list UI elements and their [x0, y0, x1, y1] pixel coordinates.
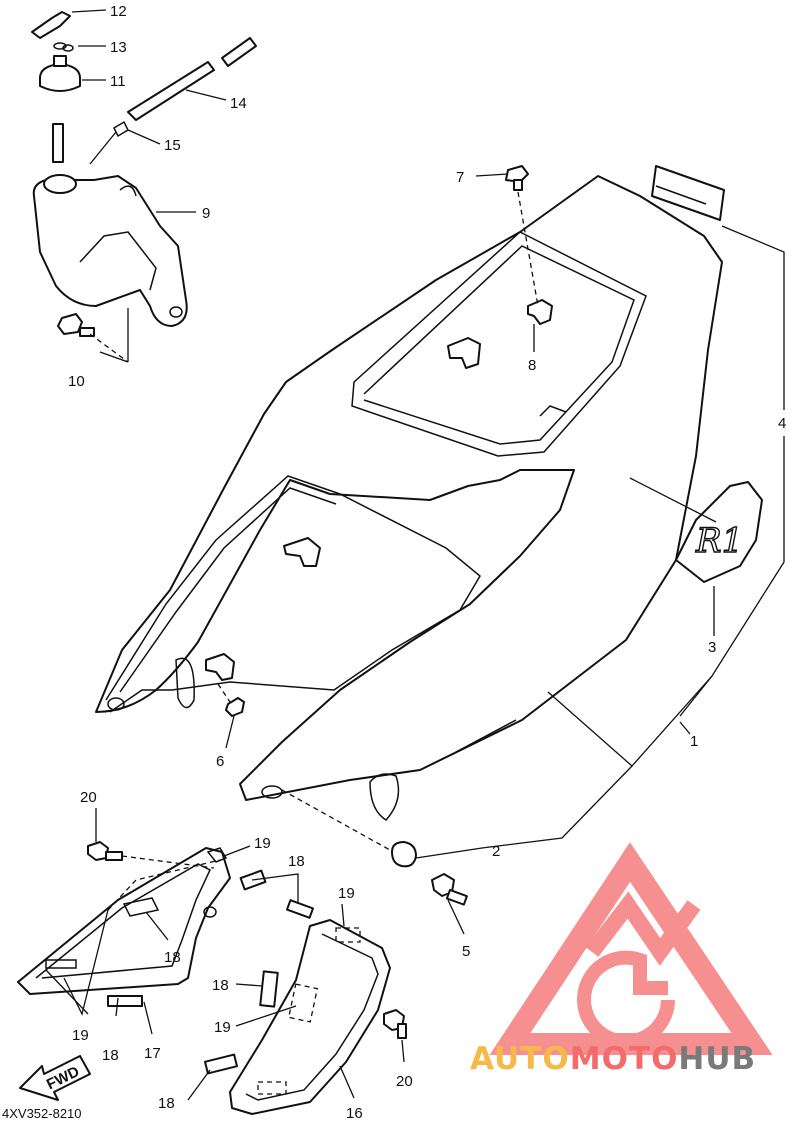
callout-6: 6	[216, 753, 224, 770]
watermark-logo	[489, 842, 773, 1055]
callout-2: 2	[492, 843, 500, 860]
watermark-hub: HUB	[678, 1041, 756, 1077]
hose-14	[127, 61, 215, 121]
logo-m-icon	[585, 891, 701, 966]
callout-7: 7	[456, 169, 464, 186]
callout-16: 16	[346, 1105, 363, 1122]
clip-13	[53, 42, 67, 50]
callout-18-c: 18	[212, 977, 229, 994]
reservoir-neck	[43, 174, 77, 194]
callout-20-right: 20	[396, 1073, 413, 1090]
clip-13b	[62, 44, 74, 52]
bolt-20-left	[87, 841, 215, 869]
reservoir-cap-11	[39, 63, 81, 92]
decal-4	[651, 165, 725, 221]
callout-8: 8	[528, 357, 536, 374]
decal-r1-shape	[675, 481, 763, 583]
decal-label-4	[651, 165, 725, 221]
cap-stem	[53, 55, 67, 67]
callout-14: 14	[230, 95, 247, 112]
reservoir-assembly	[31, 11, 257, 363]
side-cover-left	[17, 847, 231, 995]
callout-18-d: 18	[102, 1047, 119, 1064]
callout-3: 3	[708, 639, 716, 656]
decal-r1-3: R1	[675, 481, 763, 583]
callout-13: 13	[110, 39, 127, 56]
clip-15	[113, 120, 129, 138]
callouts: 12 13 11 14 15 9 10 7 8 4 3 1 6 2 5 20 2…	[68, 3, 786, 1122]
screw-5	[431, 873, 468, 906]
bolt-20-right	[383, 1009, 407, 1039]
watermark-text: AUTOMOTOHUB	[470, 1041, 756, 1077]
pads-18	[107, 869, 314, 1075]
diagram-code: 4XV352-8210	[2, 1106, 82, 1121]
callout-9: 9	[202, 205, 210, 222]
side-cover-16	[229, 919, 391, 1115]
bolt-10	[57, 313, 83, 335]
callout-5: 5	[462, 943, 470, 960]
callout-18-b: 18	[164, 949, 181, 966]
callout-19-a: 19	[254, 835, 271, 852]
callout-10: 10	[68, 373, 85, 390]
callout-12: 12	[110, 3, 127, 20]
decal-r1-text: R1	[695, 521, 743, 561]
seat-cowl-body	[95, 175, 723, 801]
callout-18-a: 18	[288, 853, 305, 870]
bracket-bottom	[205, 653, 235, 681]
leader-lines	[45, 9, 785, 1101]
logo-g-icon	[577, 950, 675, 1049]
hose-elbow-12	[31, 11, 71, 39]
screw-7	[505, 165, 539, 307]
watermark-auto: AUTO	[470, 1041, 570, 1077]
callout-4: 4	[778, 415, 786, 432]
pipe-stub	[52, 123, 64, 163]
callout-19-b: 19	[338, 885, 355, 902]
callout-11: 11	[110, 73, 126, 90]
side-cover-right	[229, 919, 391, 1115]
callout-17: 17	[144, 1045, 161, 1062]
callout-19-c: 19	[214, 1019, 231, 1036]
damper-2	[281, 789, 417, 868]
hose-14b	[221, 37, 257, 67]
callout-19-d: 19	[72, 1027, 89, 1044]
bracket-upper	[447, 337, 481, 369]
grommet-6	[217, 683, 245, 717]
callout-1: 1	[690, 733, 698, 750]
watermark-moto: MOTO	[570, 1041, 679, 1077]
seat-cowl-1	[95, 175, 723, 821]
bracket-8	[527, 299, 553, 325]
reservoir-body-9	[32, 175, 188, 327]
callout-20-left: 20	[80, 789, 97, 806]
callout-15: 15	[164, 137, 181, 154]
bracket-lower	[283, 537, 321, 567]
callout-18-e: 18	[158, 1095, 175, 1112]
side-cover-17	[17, 847, 231, 1007]
fwd-arrow-icon: FWD	[19, 1055, 91, 1101]
